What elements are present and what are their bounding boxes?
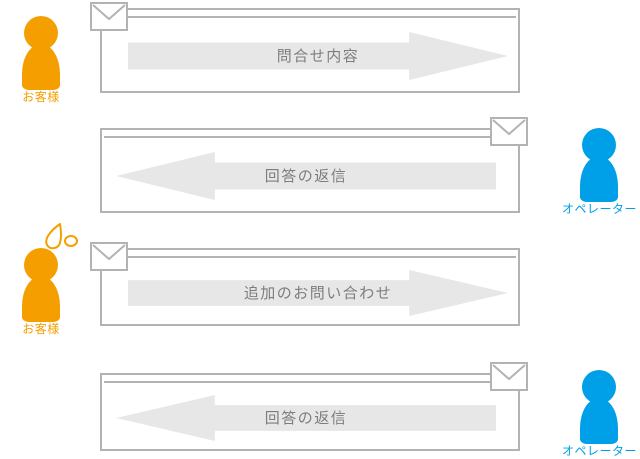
message-arrow-right: 追加のお問い合わせ [128, 270, 508, 316]
envelope-icon [490, 117, 528, 146]
message-row-3: 追加のお問い合わせ [100, 248, 520, 326]
person-body [22, 276, 60, 322]
person-body [580, 156, 618, 202]
message-arrow-left: 回答の返信 [116, 152, 496, 200]
top-rule [104, 256, 516, 258]
top-rule [104, 136, 516, 138]
actor-label: オペレーター [562, 202, 638, 216]
envelope-icon [90, 2, 128, 31]
top-rule [104, 381, 516, 383]
actor-label: お客様 [22, 322, 60, 336]
message-text: 追加のお問い合わせ [243, 284, 393, 302]
message-text: 回答の返信 [264, 409, 348, 427]
message-text: 問合せ内容 [276, 47, 360, 65]
actor-operator-1: オペレーター [562, 126, 638, 216]
message-arrow-right: 問合せ内容 [128, 32, 508, 80]
top-rule [104, 16, 516, 18]
message-text: 回答の返信 [264, 167, 348, 185]
actor-operator-2: オペレーター [562, 368, 638, 458]
person-icon [562, 126, 636, 202]
message-row-2: 回答の返信 [100, 128, 520, 213]
person-icon [562, 368, 636, 444]
actor-label: オペレーター [562, 444, 638, 458]
message-arrow-left: 回答の返信 [116, 395, 496, 441]
person-body [22, 44, 60, 90]
person-body [580, 398, 618, 444]
person-icon [4, 223, 78, 322]
message-row-1: 問合せ内容 [100, 8, 520, 93]
envelope-icon [490, 362, 528, 391]
actor-customer-1: お客様 [4, 14, 78, 104]
actor-label: お客様 [22, 90, 60, 104]
actor-customer-2: お客様 [4, 223, 78, 336]
person-icon [4, 14, 78, 90]
envelope-icon [90, 242, 128, 271]
message-row-4: 回答の返信 [100, 373, 520, 451]
